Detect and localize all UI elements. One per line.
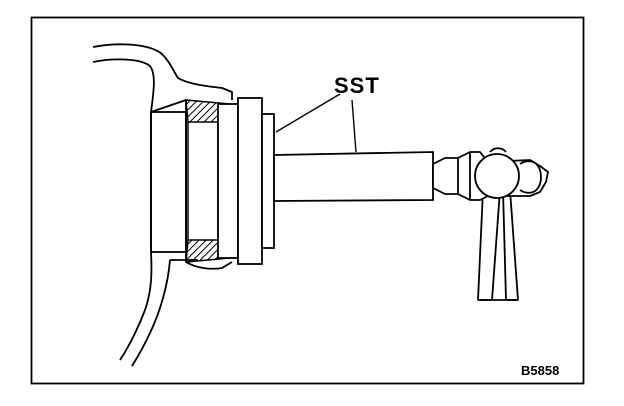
drive-rod	[273, 151, 434, 202]
sst-installer	[217, 97, 275, 265]
axle-housing	[92, 43, 233, 367]
hammer-icon	[432, 147, 549, 301]
housing-bore	[150, 99, 187, 262]
sst-leader-lines	[275, 93, 357, 153]
sst-label: SST	[334, 73, 380, 98]
figure-code: B5858	[521, 363, 559, 378]
figure-frame	[30, 16, 585, 385]
